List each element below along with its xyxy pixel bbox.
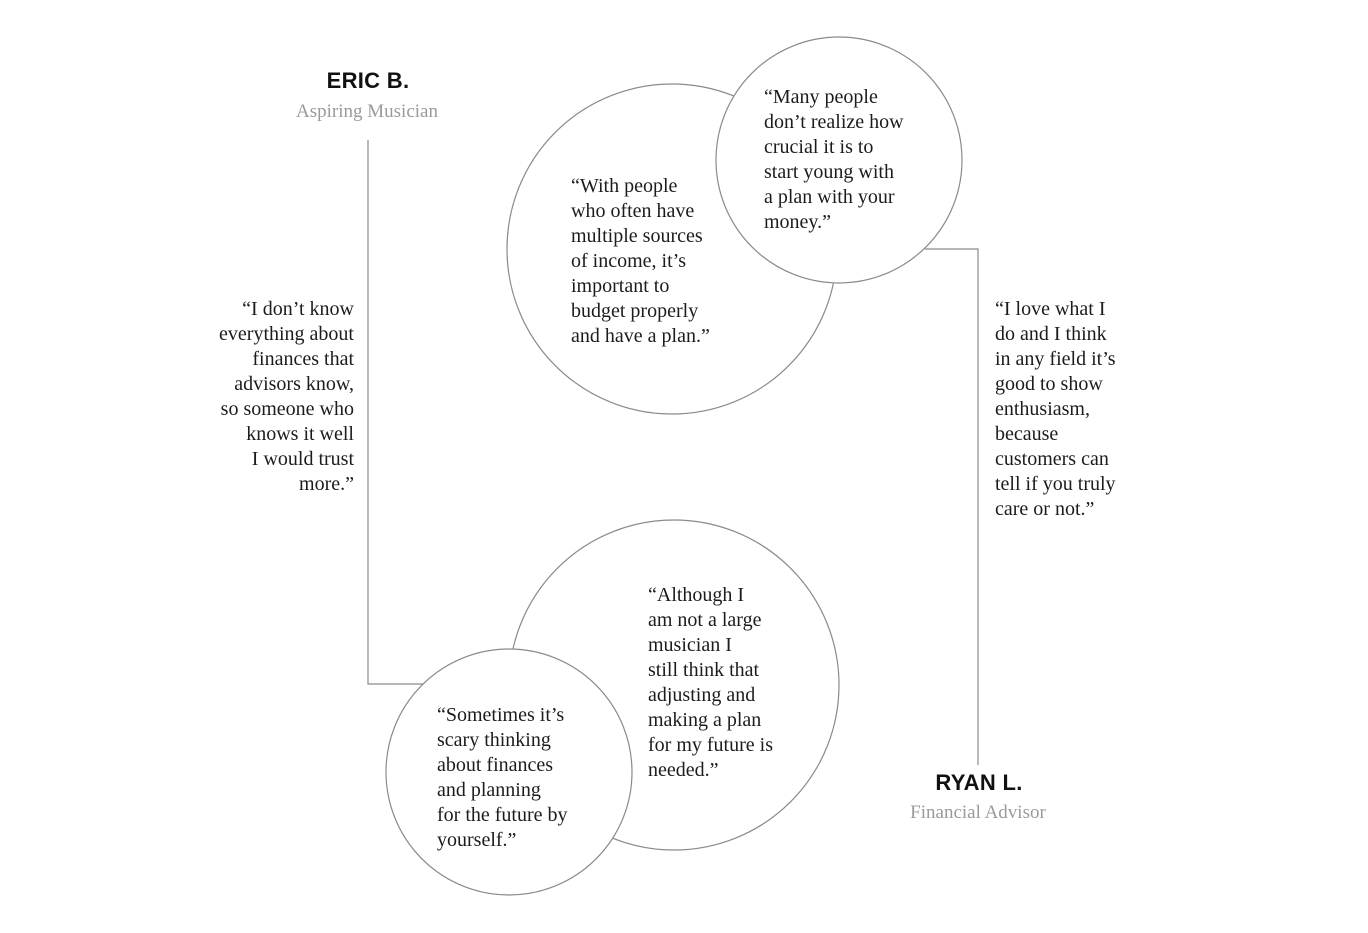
eric-name: ERIC B. <box>326 68 410 93</box>
ryan-role: Financial Advisor <box>910 802 1046 823</box>
ryan-bubble-small-quote: “Many people don’t realize how crucial i… <box>764 86 904 233</box>
eric-bubble-small-quote: “Sometimes it’s scary thinking about fin… <box>437 704 568 851</box>
eric-side-quote: “I don’t know everything about finances … <box>219 298 354 495</box>
ryan-bubble-large-quote: “With people who often have multiple sou… <box>571 175 710 347</box>
ryan-bubble-small <box>715 36 963 284</box>
eric-role: Aspiring Musician <box>296 101 438 122</box>
eric-bubble-large-quote: “Although I am not a large musician I st… <box>648 584 773 781</box>
ryan-side-quote: “I love what I do and I think in any fie… <box>995 298 1116 520</box>
ryan-name: RYAN L. <box>935 770 1023 795</box>
eric-connector-line <box>367 140 425 685</box>
ryan-connector-line <box>925 248 979 765</box>
eric-bubble-small <box>385 648 633 896</box>
